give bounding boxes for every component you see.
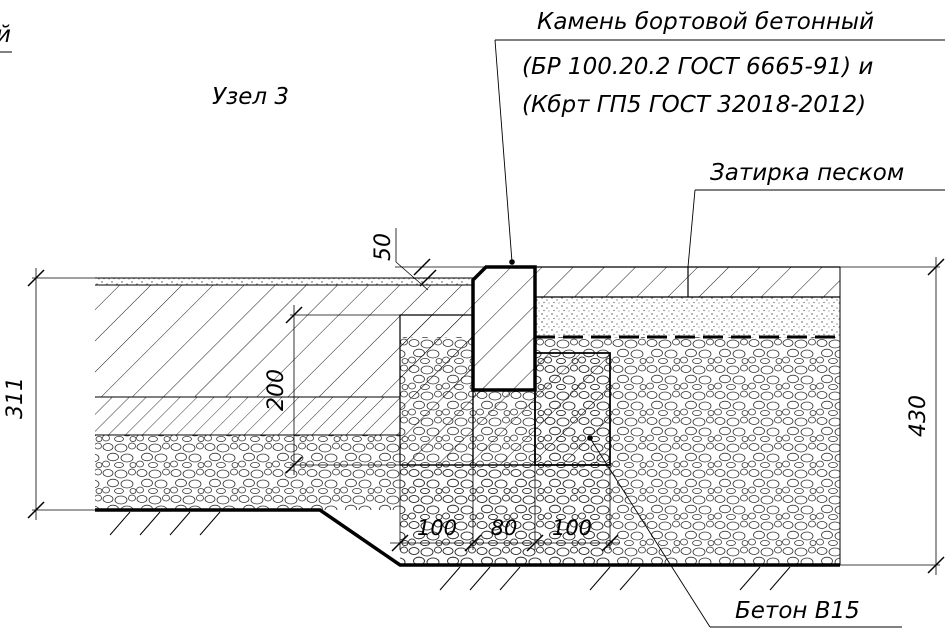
dim-430 [840, 257, 945, 575]
dim-100a-label: 100 [417, 516, 457, 540]
leader-curb [494, 39, 945, 265]
callout-curb-line3: (Кбрт ГП5 ГОСТ 32018-2012) [522, 92, 866, 118]
callout-sand: Затирка песком [710, 160, 904, 186]
dim-311 [27, 268, 95, 520]
dim-100b-label: 100 [552, 516, 592, 540]
dim-50 [395, 228, 486, 291]
dim-200 [285, 305, 303, 475]
node-title: Узел 3 [212, 84, 289, 110]
dim-430-label: 430 [906, 395, 931, 437]
dim-311-label: 311 [3, 377, 28, 419]
dim-200-label: 200 [264, 369, 289, 411]
callout-concrete: Бетон В15 [735, 598, 860, 624]
partial-heading-fragment: й [0, 22, 11, 48]
callout-curb-line2: (БР 100.20.2 ГОСТ 6665-91) и [522, 54, 873, 80]
ground-line [95, 508, 840, 591]
concrete-base [399, 314, 611, 466]
dim-bottom-chain [390, 465, 620, 552]
leader-concrete [587, 435, 902, 628]
callout-curb-line1: Камень бортовой бетонный [537, 9, 874, 35]
leader-sand [687, 189, 945, 268]
curb-stone [471, 265, 537, 392]
dim-80-label: 80 [491, 516, 518, 540]
dim-50-label: 50 [371, 233, 396, 261]
